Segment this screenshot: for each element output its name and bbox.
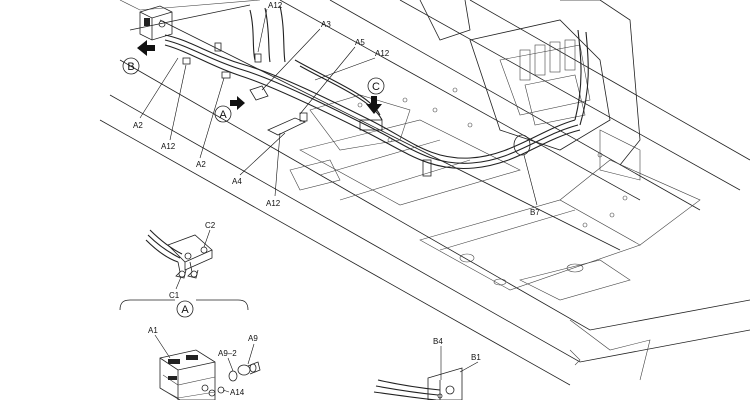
bracket-detail-b: [373, 367, 463, 400]
label-a9: A9: [248, 334, 258, 343]
label-c2: C2: [205, 221, 216, 230]
callout-circles: [122, 57, 385, 318]
label-b1: B1: [471, 353, 481, 362]
label-b7: B7: [530, 208, 540, 217]
label-a9-2: A9–2: [218, 349, 237, 358]
label-a14: A14: [230, 388, 245, 397]
label-a5: A5: [355, 38, 365, 47]
label-a2-left: A2: [133, 121, 143, 130]
label-a2-mid: A2: [196, 160, 206, 169]
callout-c: C: [372, 81, 380, 93]
detail-a-view: [119, 229, 249, 311]
valve-assembly-a1: [159, 349, 261, 400]
part-labels: A12 A3 A5 A12 A2 A12 A2 A4 A12 B7 C2 C1 …: [133, 1, 540, 397]
leader-lines: [139, 8, 538, 393]
arrow-a-icon: [230, 96, 245, 110]
hose-clamps: [182, 42, 531, 177]
label-c1: C1: [169, 291, 180, 300]
connector-block-b: [139, 5, 173, 41]
label-a1: A1: [148, 326, 158, 335]
label-b4: B4: [433, 337, 443, 346]
label-a4: A4: [232, 177, 242, 186]
callout-a: A: [219, 109, 227, 121]
label-a12-left: A12: [161, 142, 176, 151]
arrow-b-icon: [137, 40, 155, 56]
label-a12-right: A12: [375, 49, 390, 58]
label-a12-top: A12: [268, 1, 283, 10]
arrow-c-icon: [366, 96, 382, 114]
callout-detail-a: A: [181, 304, 189, 316]
callout-b: B: [127, 61, 134, 73]
view-arrows: [137, 40, 382, 114]
label-a3: A3: [321, 20, 331, 29]
label-a12-bottom: A12: [266, 199, 281, 208]
machine-frame: [99, 0, 750, 386]
hose-bundle: [164, 5, 589, 170]
